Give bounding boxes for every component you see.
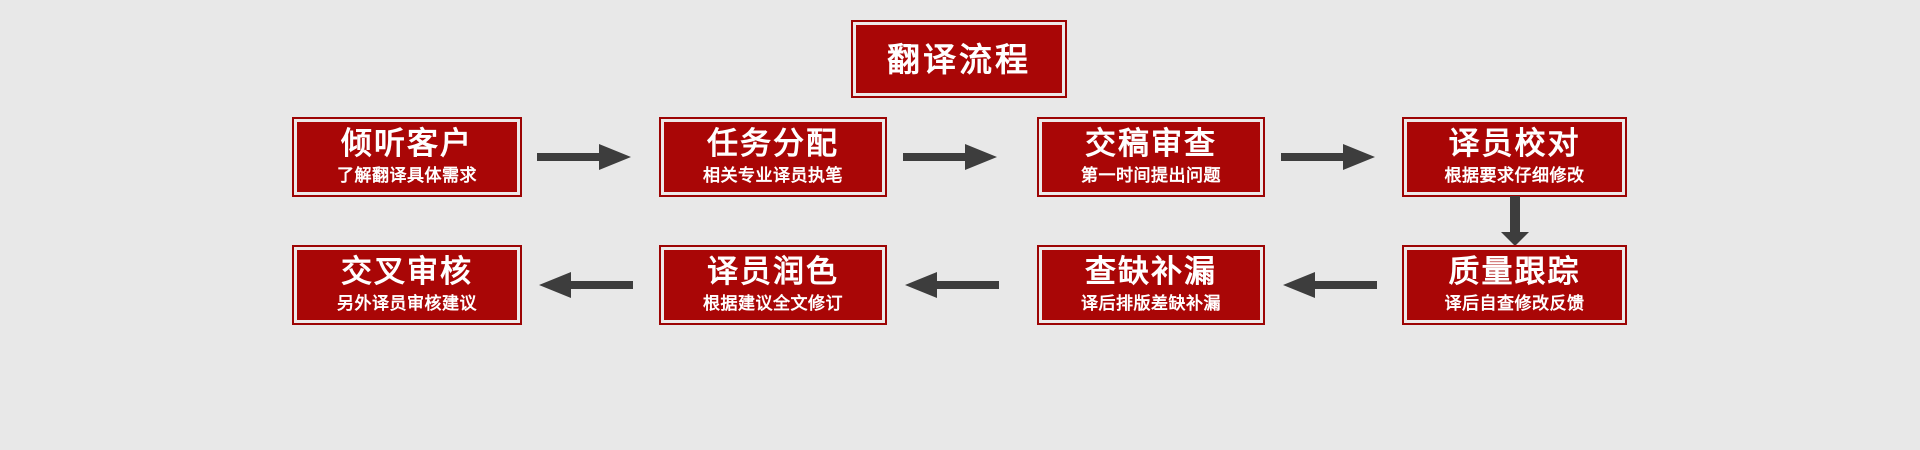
process-node-step-7: 译员润色 根据建议全文修订 [659, 245, 887, 325]
diagram-title-box: 翻译流程 [851, 20, 1067, 98]
arrow-step1-to-step2-icon [537, 140, 633, 174]
arrow-step4-to-step5-icon [1498, 196, 1532, 248]
node-subtitle: 相关专业译员执笔 [703, 166, 843, 186]
process-node-step-8: 交叉审核 另外译员审核建议 [292, 245, 522, 325]
node-title: 任务分配 [707, 126, 839, 162]
diagram-title-text: 翻译流程 [887, 39, 1031, 79]
node-title: 译员校对 [1448, 126, 1581, 162]
process-node-step-5: 质量跟踪 译后自查修改反馈 [1402, 245, 1627, 325]
node-subtitle: 根据建议全文修订 [703, 294, 843, 314]
node-title: 译员润色 [707, 254, 839, 290]
arrow-step6-to-step7-icon [903, 268, 999, 302]
node-subtitle: 第一时间提出问题 [1081, 166, 1221, 186]
node-title: 质量跟踪 [1448, 254, 1581, 290]
process-node-step-3: 交稿审查 第一时间提出问题 [1037, 117, 1265, 197]
node-title: 查缺补漏 [1085, 254, 1217, 290]
process-node-step-1: 倾听客户 了解翻译具体需求 [292, 117, 522, 197]
arrow-step3-to-step4-icon [1281, 140, 1377, 174]
node-subtitle: 译后排版差缺补漏 [1081, 294, 1221, 314]
process-node-step-4: 译员校对 根据要求仔细修改 [1402, 117, 1627, 197]
arrow-step2-to-step3-icon [903, 140, 999, 174]
node-subtitle: 了解翻译具体需求 [337, 166, 477, 186]
arrow-step7-to-step8-icon [537, 268, 633, 302]
process-node-step-2: 任务分配 相关专业译员执笔 [659, 117, 887, 197]
node-title: 交叉审核 [341, 254, 473, 290]
node-subtitle: 根据要求仔细修改 [1444, 166, 1585, 186]
node-title: 倾听客户 [341, 126, 473, 162]
node-subtitle: 译后自查修改反馈 [1444, 294, 1585, 314]
node-subtitle: 另外译员审核建议 [337, 294, 477, 314]
process-node-step-6: 查缺补漏 译后排版差缺补漏 [1037, 245, 1265, 325]
arrow-step5-to-step6-icon [1281, 268, 1377, 302]
node-title: 交稿审查 [1085, 126, 1217, 162]
